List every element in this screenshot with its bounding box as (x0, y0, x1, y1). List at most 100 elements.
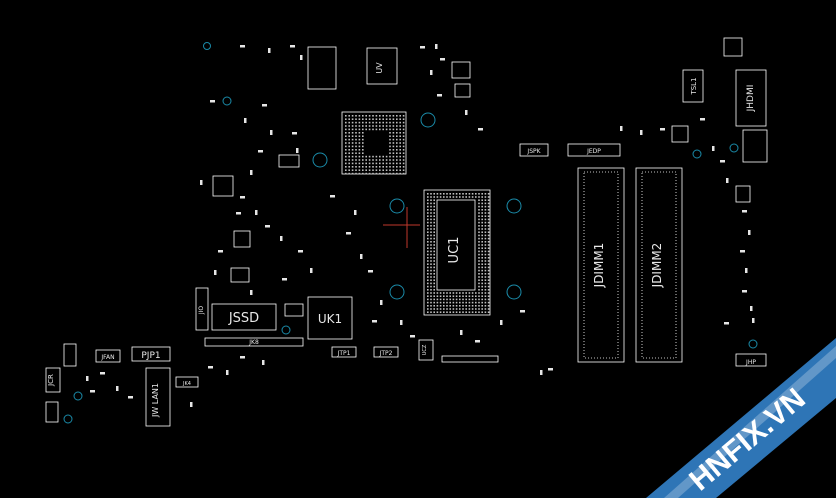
ball-pad (399, 169, 401, 171)
ball-pad (436, 301, 439, 304)
ball-pad (396, 159, 398, 161)
ball-pad (399, 135, 401, 137)
ball-pad (439, 196, 442, 198)
ball-pad (399, 142, 401, 144)
ball-pad (389, 155, 391, 158)
ball-pad (465, 311, 467, 313)
ball-pad (427, 212, 429, 214)
ball-pad (487, 263, 490, 265)
connector-outline (441, 355, 499, 363)
passive-pad (420, 46, 425, 49)
ball-pad (465, 292, 467, 294)
ball-pad (345, 132, 347, 134)
ball-pad (345, 115, 347, 117)
ball-pad (358, 142, 361, 144)
ball-pad (345, 125, 347, 127)
ball-pad (430, 212, 432, 214)
ball-pad (475, 308, 477, 310)
ball-pad (427, 244, 429, 246)
ball-pad (481, 273, 483, 275)
passive-pad (218, 250, 223, 253)
passive-pad (226, 370, 229, 375)
ball-pad (396, 166, 398, 168)
ball-pad (449, 298, 451, 301)
ball-pad (484, 305, 487, 307)
ball-pad (487, 218, 490, 221)
watermark-text: HNFIX.VN (683, 382, 811, 497)
ball-pad (348, 128, 350, 131)
ball-pad (348, 159, 350, 161)
ball-pad (402, 152, 405, 154)
ball-pad (481, 257, 483, 259)
passive-pad (250, 170, 253, 175)
ball-pad (355, 162, 357, 165)
ball-pad (399, 159, 401, 161)
ball-pad (345, 128, 347, 131)
ball-pad (392, 145, 395, 148)
ball-pad (351, 166, 354, 168)
jk4-connector (175, 376, 199, 388)
ball-pad (396, 138, 398, 141)
ball-pad (368, 162, 371, 165)
ball-pad (365, 125, 367, 127)
ball-pad (433, 266, 435, 269)
ball-pad (372, 125, 374, 127)
ball-pad (348, 132, 350, 134)
ic-outline (451, 61, 471, 79)
ball-pad (351, 152, 354, 154)
ball-pad (478, 269, 480, 272)
ball-pad (355, 135, 357, 137)
ball-pad (433, 260, 435, 262)
ball-pad (392, 152, 395, 154)
ball-pad (427, 295, 429, 297)
ball-pad (402, 172, 405, 175)
ucz-chip (418, 339, 434, 361)
ball-pad (389, 166, 391, 168)
ball-pad (362, 155, 364, 158)
passive-pad (520, 310, 525, 313)
ball-pad (487, 241, 490, 243)
ball-pad (385, 125, 388, 127)
ball-pad (433, 225, 435, 227)
ball-pad (379, 166, 381, 168)
ball-pad (430, 218, 432, 221)
mounting-hole (389, 284, 405, 300)
ball-pad (452, 301, 455, 304)
ball-pad (389, 125, 391, 127)
ball-pad (427, 260, 429, 262)
ball-pad (487, 292, 490, 294)
ball-pad (478, 285, 480, 288)
ball-pad (481, 305, 483, 307)
ball-pad (430, 205, 432, 208)
ball-pad (351, 118, 354, 120)
ball-pad (372, 121, 374, 124)
ball-pad (439, 298, 442, 301)
ball-pad (392, 169, 395, 171)
ball-pad (375, 118, 378, 120)
ball-pad (402, 162, 405, 165)
passive-pad (240, 356, 245, 359)
ball-pad (443, 298, 445, 301)
ucz-label: UCZ (422, 344, 428, 355)
ball-pad (449, 193, 451, 195)
ball-pad (362, 152, 364, 154)
ball-pad (468, 311, 471, 313)
ball-pad (345, 169, 347, 171)
ball-pad (446, 295, 448, 297)
ball-pad (481, 260, 483, 262)
ball-pad (462, 298, 464, 301)
ball-pad (478, 244, 480, 246)
passive-pad (190, 402, 193, 407)
ball-pad (348, 135, 350, 137)
ball-pad (396, 149, 398, 151)
ball-pad (478, 295, 480, 297)
ball-pad (478, 231, 480, 233)
ball-pad (443, 301, 445, 304)
ball-pad (430, 253, 432, 256)
ball-pad (355, 115, 357, 117)
ball-pad (389, 128, 391, 131)
ball-pad (362, 125, 364, 127)
ball-pad (396, 155, 398, 158)
ball-pad (430, 247, 432, 249)
ball-pad (449, 292, 451, 294)
